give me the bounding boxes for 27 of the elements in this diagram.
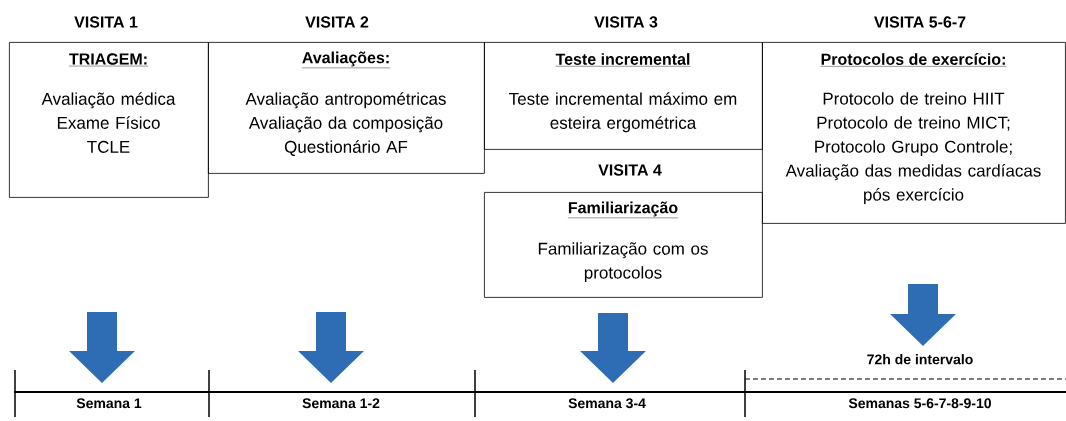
- section-heading: TRIAGEM:: [68, 53, 149, 67]
- list-item: Avaliação médica: [41, 92, 176, 109]
- list-item: Questionário AF: [284, 140, 408, 156]
- visit-heading: VISITA 1: [74, 16, 138, 28]
- week-label: Semana 3-4: [568, 398, 646, 409]
- list-item: Protocolo de treino MICT;: [817, 116, 1010, 131]
- list-item: Protocolo de treino HIIT: [823, 92, 1005, 105]
- list-item: TCLE: [87, 140, 130, 153]
- list-item: Teste incremental máximo em esteira ergométrica: [509, 92, 737, 133]
- week-label: 72h de intervalo: [867, 354, 973, 365]
- visit-heading: VISITA 4: [598, 164, 662, 176]
- section-heading: Teste incremental: [555, 53, 691, 67]
- section-heading: Avaliações:: [301, 51, 391, 69]
- list-item: Protocolo Grupo Controle;: [815, 140, 1012, 157]
- visit-heading: VISITA 5-6-7: [874, 16, 966, 28]
- list-item: Exame Físico: [57, 116, 160, 129]
- week-label: Semana 1-2: [302, 398, 380, 409]
- week-label: Semanas 5-6-7-8-9-10: [848, 398, 991, 409]
- list-item: Avaliação da composição: [248, 116, 443, 133]
- list-item: Avaliação antropométricas: [245, 92, 446, 109]
- list-item: Avaliação das medidas cardíacas pós exercício: [785, 164, 1041, 205]
- section-heading: Familiarização: [567, 201, 679, 219]
- list-item: Familiarização com os protocolos: [538, 242, 708, 283]
- section-heading: Protocolos de exercício:: [820, 53, 1007, 67]
- week-label: Semana 1: [76, 398, 142, 409]
- visit-heading: VISITA 2: [305, 16, 369, 28]
- visit-heading: VISITA 3: [594, 16, 658, 28]
